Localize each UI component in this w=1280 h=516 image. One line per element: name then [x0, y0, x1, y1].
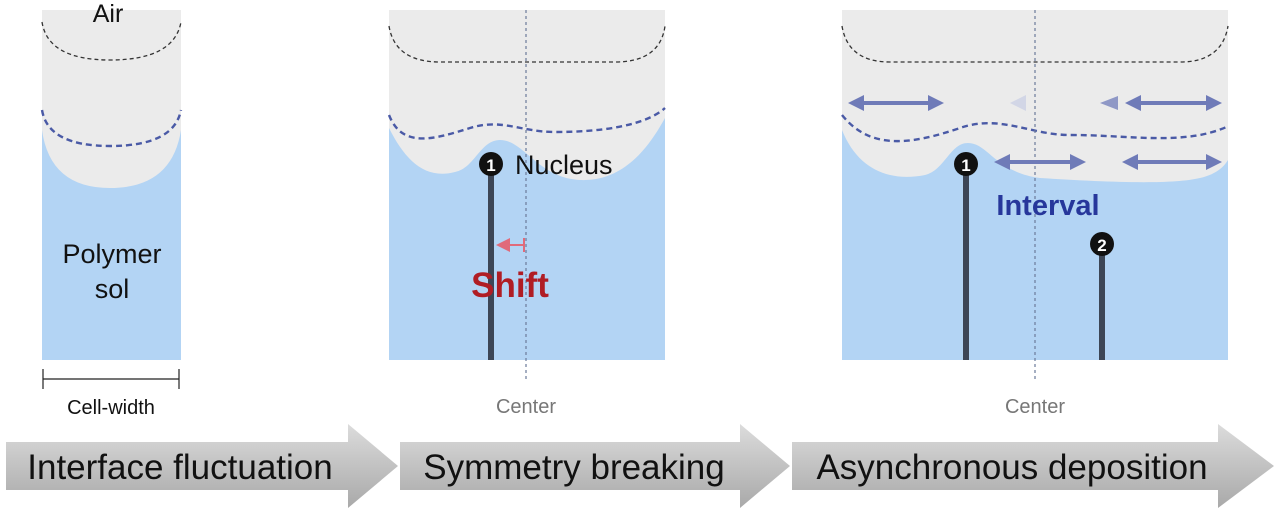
polymer-sol-label-line1: Polymer [62, 239, 161, 269]
stage-arrow-2: Symmetry breaking [400, 424, 790, 508]
nucleus-label: Nucleus [515, 150, 613, 180]
center-label: Center [1005, 396, 1065, 418]
fluctuating-interface-line [387, 107, 666, 140]
fluctuation-double-arrow [994, 154, 1086, 170]
center-label: Center [496, 396, 556, 418]
fluctuation-double-arrow [1122, 154, 1222, 170]
shift-label: Shift [471, 266, 549, 305]
interval-label: Interval [996, 190, 1099, 222]
polymer-sol-label-line2: sol [95, 274, 130, 304]
stage-label-2: Symmetry breaking [423, 448, 724, 487]
initial-interface-line [841, 25, 1229, 63]
stage-arrow-3: Asynchronous deposition [792, 424, 1274, 508]
fluctuation-double-arrow [1125, 95, 1222, 111]
fluctuation-double-arrow [848, 95, 944, 111]
shift-arrow [496, 238, 525, 252]
panel-symmetry-breaking: 1 Nucleus Shift Center [387, 10, 666, 418]
fluctuating-interface-line [841, 114, 1229, 143]
air-label: Air [93, 0, 124, 28]
nucleus-marker-2-number: 2 [1097, 236, 1106, 255]
polymer-sol-region [42, 130, 181, 360]
cell-width-bracket [42, 369, 180, 389]
nucleus-marker [479, 152, 503, 176]
stage-label-3: Asynchronous deposition [816, 448, 1207, 487]
initial-interface-line [388, 25, 666, 63]
cell-width-label: Cell-width [67, 397, 155, 419]
nucleus-marker-number: 1 [486, 156, 495, 175]
panel-asynchronous-deposition: 1 2 Interval Center [841, 10, 1229, 418]
polymer-sol-region [389, 118, 665, 360]
initial-interface-line [41, 21, 182, 61]
stage-label-1: Interface fluctuation [27, 448, 332, 487]
panel-interface-fluctuation: Air Polymer sol Cell-width [40, 0, 183, 419]
nucleus-marker-2 [1090, 232, 1114, 256]
stage-arrow-1: Interface fluctuation [6, 424, 398, 508]
fading-arrow [1010, 95, 1118, 111]
nucleus-marker-1-number: 1 [961, 156, 970, 175]
fluctuating-interface-line [40, 109, 183, 148]
nucleus-marker-1 [954, 152, 978, 176]
